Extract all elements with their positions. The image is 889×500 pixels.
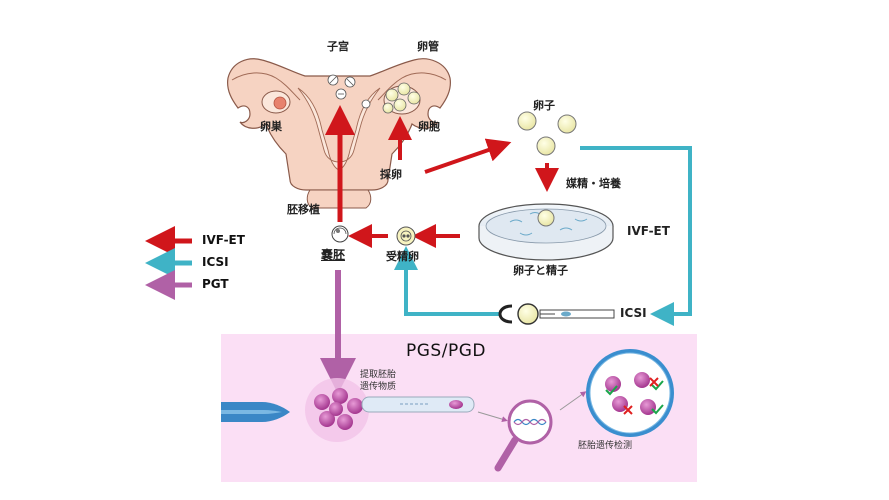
label-fallopian-tube: 卵管 (417, 40, 439, 53)
legend-ivf-et: IVF-ET (202, 233, 245, 247)
label-oocyte: 卵子 (533, 99, 555, 112)
pgs-title: PGS/PGD (406, 341, 486, 361)
icsi-path-right (580, 146, 692, 326)
label-ivf-et-dish: IVF-ET (627, 224, 670, 238)
label-genetic-detection: 胚胎遗传检测 (578, 441, 633, 451)
biopsy-needle (361, 396, 475, 413)
arrow-to-result (559, 391, 587, 411)
label-uterus: 子宫 (327, 40, 349, 53)
legend-pgt: PGT (202, 277, 229, 291)
legend-icsi: ICSI (202, 255, 229, 269)
label-ovary: 卵巣 (260, 120, 282, 133)
ovary-follicle-dot (273, 96, 287, 110)
label-blastocyst: 嚢胚 (321, 248, 346, 262)
arrow-to-oocyte (424, 138, 512, 174)
magnifier (494, 399, 553, 472)
arrow-to-magnifier (477, 411, 508, 423)
label-extract-line2: 遗传物质 (360, 382, 397, 392)
label-egg-retrieval: 採卵 (380, 168, 402, 181)
label-extract-line1: 提取胚胎 (360, 370, 397, 380)
oocyte-group (517, 111, 577, 156)
fertilized-egg (396, 226, 416, 246)
label-egg-and-sperm: 卵子と精子 (513, 264, 568, 277)
icsi-needle (498, 303, 615, 325)
label-embryo-transfer: 胚移植 (287, 203, 320, 216)
label-fertilized-egg: 受精卵 (386, 250, 419, 263)
icsi-path-left (394, 246, 500, 316)
petri-dish (478, 203, 614, 261)
label-follicle: 卵胞 (418, 120, 440, 133)
label-icsi: ICSI (620, 306, 647, 320)
result-dish (586, 349, 674, 437)
blastocyst-cell (331, 225, 349, 243)
label-insemination-culture: 媒精・培養 (566, 177, 621, 190)
holding-pipette (221, 402, 290, 422)
embryo-cluster (305, 378, 369, 442)
